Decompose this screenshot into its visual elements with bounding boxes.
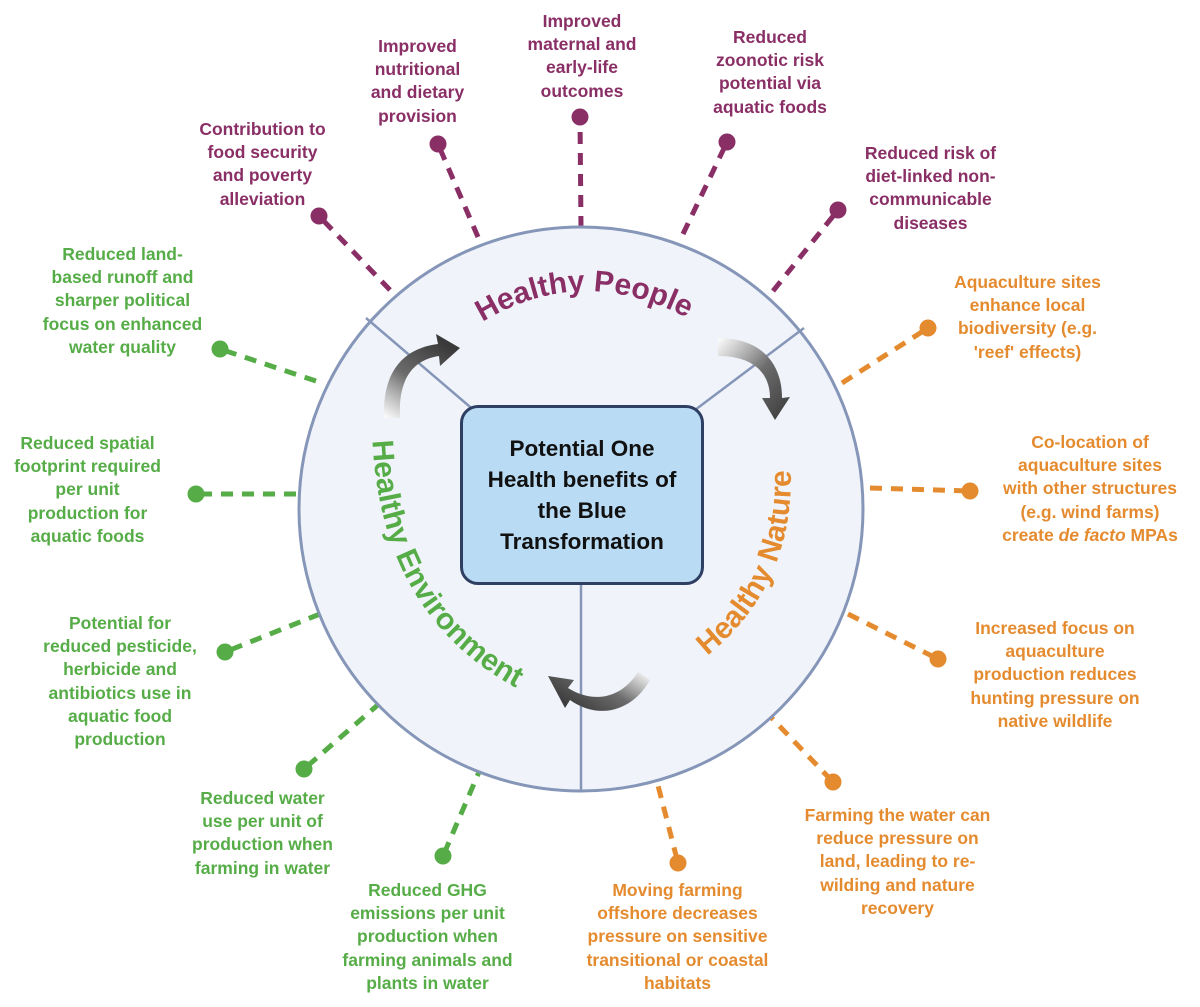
benefit-label-people-maternal: Improved maternal and early-life outcome… <box>527 11 637 101</box>
colocation-line: (e.g. wind farms) <box>1020 501 1160 522</box>
connector-end-dot-environment <box>211 340 229 358</box>
connector-dashed-line-environment <box>302 701 382 771</box>
connector-end-dot-environment <box>216 643 234 661</box>
connector-end-dot-environment <box>434 847 452 865</box>
connector-dashed-line-nature <box>840 325 930 386</box>
colocation-prefix: create <box>1002 524 1059 545</box>
cycle-arrow-nature-to-environment <box>548 672 650 711</box>
benefit-label-people-ncd: Reduced risk of diet-linked non- communi… <box>864 143 997 233</box>
benefit-label-nature-rewilding: Farming the water can reduce pressure on… <box>804 805 991 918</box>
connector-dashed-line-nature <box>650 765 681 864</box>
connector-dashed-line-people <box>680 140 730 236</box>
center-title: Potential One Health benefits of the Blu… <box>487 436 677 554</box>
benefit-label-people-zoonotic: Reduced zoonotic risk potential via aqua… <box>713 27 827 117</box>
connector-end-dot-environment <box>295 760 313 778</box>
benefit-label-env-pesticide: Potential for reduced pesticide, herbici… <box>43 613 197 750</box>
connector-end-dot-people <box>571 108 589 126</box>
connector-end-dot-nature <box>929 650 947 668</box>
connector-dashed-line-environment <box>224 611 321 655</box>
colocation-line: with other structures <box>1002 478 1178 499</box>
cycle-arrow-people-to-nature <box>718 338 790 420</box>
connector-dashed-line-nature <box>869 485 971 494</box>
connector-end-dot-nature <box>961 482 979 500</box>
colocation-line-last: create de facto MPAs <box>985 524 1195 547</box>
connector-dashed-line-people <box>771 208 840 293</box>
connector-dashed-line-nature <box>846 611 940 662</box>
connector-dashed-line-people <box>435 143 481 238</box>
benefit-label-people-food-security: Contribution to food security and povert… <box>199 119 326 209</box>
benefit-label-env-spatial: Reduced spatial footprint required per u… <box>14 433 161 546</box>
benefit-label-nature-hunting: Increased focus on aquaculture productio… <box>970 618 1140 731</box>
connector-end-dot-environment <box>187 485 205 503</box>
benefit-label-env-runoff: Reduced land- based runoff and sharper p… <box>42 244 203 357</box>
divider-line-upper-left <box>365 317 477 413</box>
connector-end-dot-people <box>829 201 847 219</box>
connector-end-dot-people <box>718 133 736 151</box>
connector-end-dot-nature <box>919 319 937 337</box>
connector-dashed-line-people <box>577 116 584 229</box>
connector-end-dot-nature <box>669 854 687 872</box>
center-title-box: Potential One Health benefits of the Blu… <box>460 405 704 585</box>
benefit-label-env-ghg: Reduced GHG emissions per unit productio… <box>342 880 513 993</box>
connector-end-dot-people <box>429 135 447 153</box>
cycle-arrow-environment-to-people <box>383 334 460 418</box>
benefit-label-nature-colocation: Co-location of aquaculture sites with ot… <box>985 431 1195 547</box>
benefit-label-nature-biodiversity: Aquaculture sites enhance local biodiver… <box>954 272 1101 362</box>
connector-lines <box>187 108 979 872</box>
connector-end-dot-nature <box>824 773 842 791</box>
benefit-label-nature-offshore: Moving farming offshore decreases pressu… <box>586 880 769 993</box>
connector-end-dot-people <box>310 207 328 225</box>
connector-dashed-line-environment <box>440 764 485 857</box>
benefit-label-env-water: Reduced water use per unit of production… <box>192 788 333 878</box>
benefit-label-people-nutrition: Improved nutritional and dietary provisi… <box>370 36 465 126</box>
colocation-line: aquaculture sites <box>1018 455 1162 476</box>
connector-dashed-line-nature <box>763 709 835 784</box>
colocation-line: Co-location of <box>1031 432 1149 452</box>
colocation-suffix: MPAs <box>1125 524 1178 545</box>
colocation-italic: de facto <box>1058 524 1126 545</box>
connector-dashed-line-environment <box>219 346 317 384</box>
divider-line-upper-right <box>694 327 805 411</box>
connector-dashed-line-people <box>317 214 392 292</box>
